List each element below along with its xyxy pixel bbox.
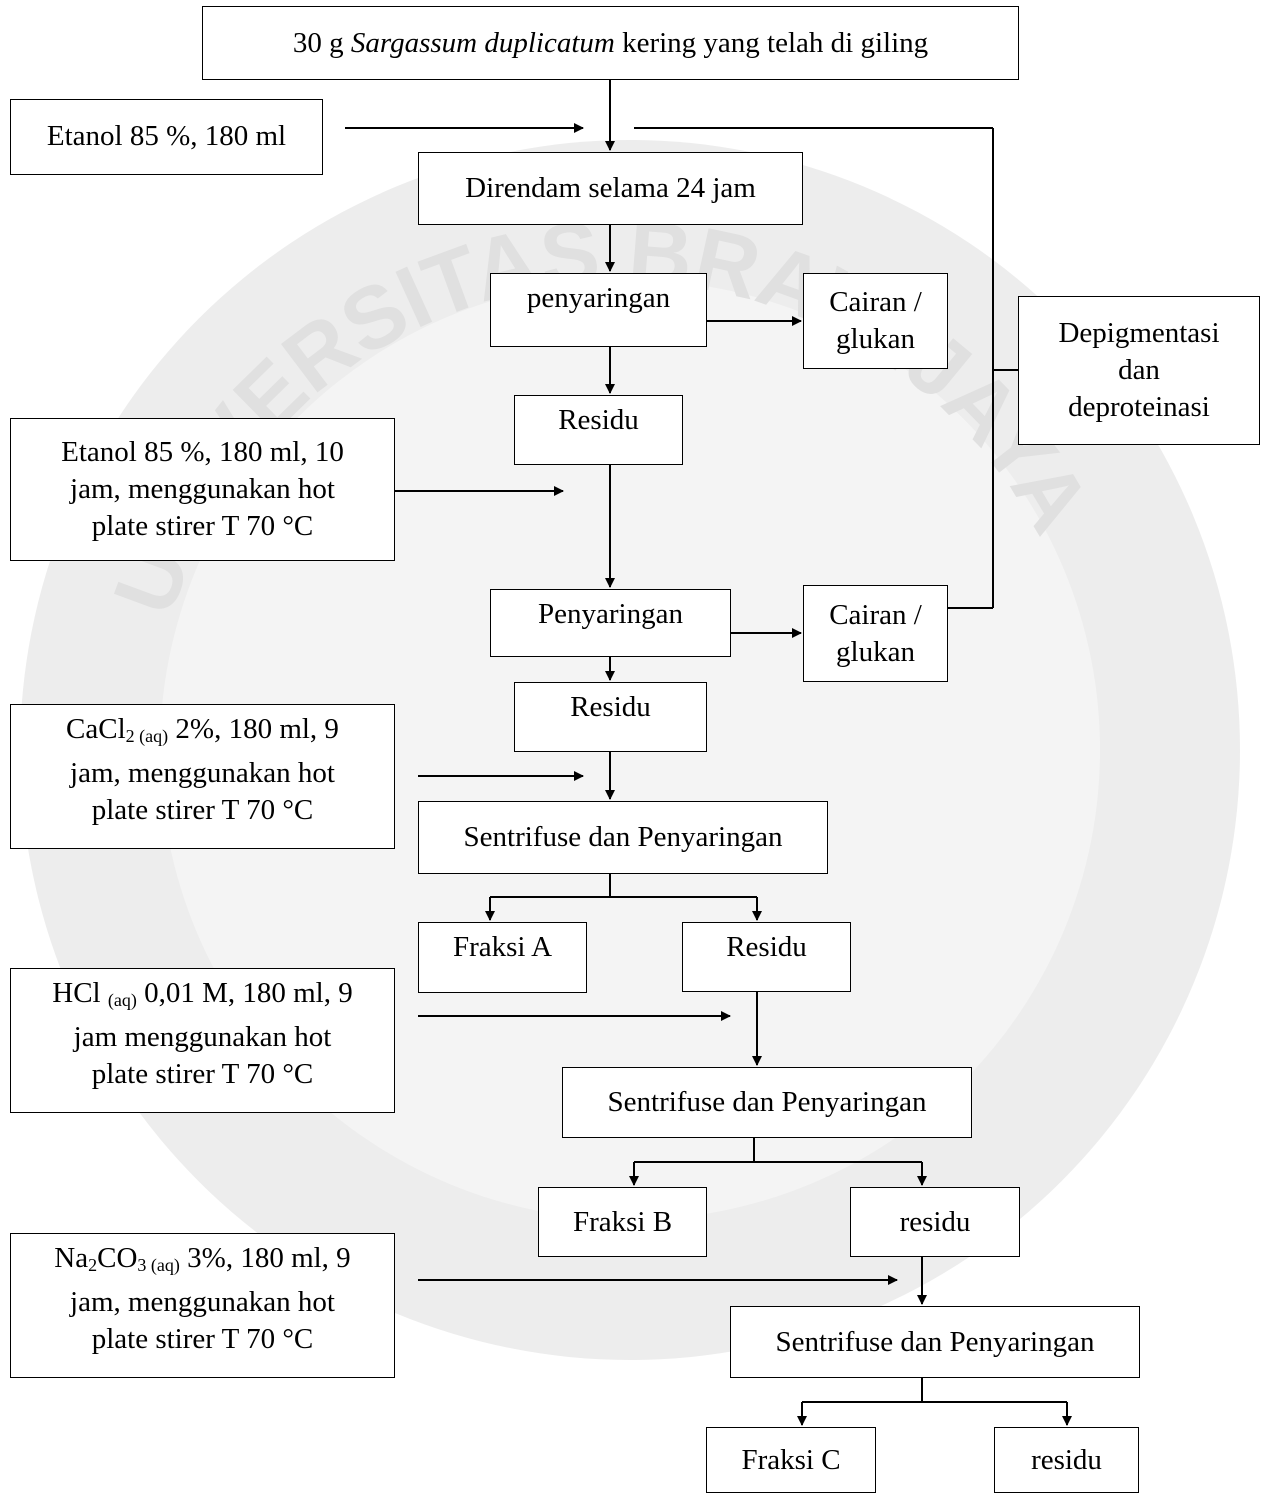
start-rest: kering yang telah di giling — [622, 26, 929, 59]
input-na2co3: Na2CO3 (aq) 3%, 180 ml, 9 jam, menggunak… — [10, 1233, 395, 1378]
output-fraksi-c-text: Fraksi C — [741, 1443, 841, 1476]
output-cairan-2-line-1: Cairan / — [829, 598, 922, 631]
step-direndam: Direndam selama 24 jam — [418, 152, 803, 225]
output-fraksi-c: Fraksi C — [706, 1427, 876, 1493]
input-cacl2: CaCl2 (aq) 2%, 180 ml, 9 jam, menggunaka… — [10, 704, 395, 849]
start-box: 30 g Sargassum duplicatum kering yang te… — [202, 6, 1019, 80]
step-residu-1-text: Residu — [558, 404, 639, 436]
output-cairan-1-line-2: glukan — [836, 323, 915, 355]
output-fraksi-a-text: Fraksi A — [452, 931, 553, 963]
output-residu-b: residu — [850, 1187, 1020, 1257]
na2co3-line-2: jam, menggunakan hot — [70, 1286, 335, 1318]
step-penyaringan-1-text: penyaringan — [526, 282, 671, 314]
hcl-line-2: jam menggunakan hot — [73, 1021, 332, 1053]
output-residu-a: Residu — [682, 922, 851, 992]
cacl2-line-3: plate stirer T 70 °C — [91, 794, 314, 826]
output-residu-a-text: Residu — [726, 931, 807, 963]
na2co3-line-3: plate stirer T 70 °C — [91, 1323, 314, 1355]
na2co3-s1: 2 — [88, 1255, 98, 1275]
na2co3-s2: 3 (aq) — [137, 1255, 180, 1275]
output-fraksi-b: Fraksi B — [538, 1187, 707, 1257]
na2co3-f1: Na — [54, 1242, 89, 1274]
hcl-line-3: plate stirer T 70 °C — [91, 1058, 314, 1090]
step-sentrifuse-3: Sentrifuse dan Penyaringan — [730, 1306, 1140, 1378]
cacl2-line-2: jam, menggunakan hot — [70, 757, 335, 789]
output-fraksi-b-text: Fraksi B — [572, 1205, 673, 1238]
cacl2-sub-2: 2 — [125, 726, 135, 746]
input-etanol-2-line-3: plate stirer T 70 °C — [91, 510, 314, 542]
hcl-rest: 0,01 M, 180 ml, 9 — [144, 977, 353, 1009]
output-depigmentasi: Depigmentasi dan deproteinasi — [1018, 296, 1260, 445]
input-etanol-1-text: Etanol 85 %, 180 ml — [46, 120, 287, 152]
cacl2-formula: CaCl — [66, 713, 126, 745]
step-sentrifuse-1: Sentrifuse dan Penyaringan — [418, 801, 828, 874]
output-cairan-2: Cairan / glukan — [803, 585, 948, 682]
output-residu-c: residu — [994, 1427, 1139, 1493]
input-etanol-1: Etanol 85 %, 180 ml — [10, 99, 323, 175]
step-residu-2-text: Residu — [570, 691, 651, 723]
step-sentrifuse-2-text: Sentrifuse dan Penyaringan — [607, 1086, 927, 1118]
output-cairan-1-line-1: Cairan / — [829, 286, 922, 318]
output-residu-c-text: residu — [1031, 1443, 1102, 1476]
step-sentrifuse-1-text: Sentrifuse dan Penyaringan — [463, 821, 783, 853]
depigmentasi-line-1: Depigmentasi — [1058, 317, 1220, 349]
start-species: Sargassum duplicatum — [350, 26, 615, 59]
depigmentasi-line-2: dan — [1118, 354, 1160, 386]
step-residu-1: Residu — [514, 395, 683, 465]
start-amount: 30 g — [292, 26, 344, 59]
output-residu-b-text: residu — [899, 1205, 971, 1238]
output-cairan-1: Cairan / glukan — [803, 273, 948, 369]
step-penyaringan-2-text: Penyaringan — [538, 598, 683, 630]
step-sentrifuse-3-text: Sentrifuse dan Penyaringan — [775, 1325, 1095, 1358]
input-etanol-2: Etanol 85 %, 180 ml, 10 jam, menggunakan… — [10, 418, 395, 561]
hcl-sub: (aq) — [107, 990, 137, 1010]
output-fraksi-a: Fraksi A — [418, 922, 587, 993]
step-residu-2: Residu — [514, 682, 707, 752]
hcl-formula: HCl — [52, 977, 101, 1009]
cacl2-sub-aq: (aq) — [139, 726, 169, 746]
input-etanol-2-line-2: jam, menggunakan hot — [70, 473, 335, 505]
step-penyaringan-2: Penyaringan — [490, 589, 731, 657]
na2co3-rest: 3%, 180 ml, 9 — [187, 1242, 351, 1274]
step-direndam-text: Direndam selama 24 jam — [465, 172, 756, 204]
depigmentasi-line-3: deproteinasi — [1068, 391, 1210, 423]
na2co3-f2: CO — [97, 1242, 138, 1274]
input-hcl: HCl (aq) 0,01 M, 180 ml, 9 jam menggunak… — [10, 968, 395, 1113]
output-cairan-2-line-2: glukan — [836, 635, 915, 668]
step-sentrifuse-2: Sentrifuse dan Penyaringan — [562, 1067, 972, 1138]
step-penyaringan-1: penyaringan — [490, 273, 707, 347]
input-etanol-2-line-1: Etanol 85 %, 180 ml, 10 — [61, 436, 344, 468]
cacl2-rest: 2%, 180 ml, 9 — [175, 713, 339, 745]
